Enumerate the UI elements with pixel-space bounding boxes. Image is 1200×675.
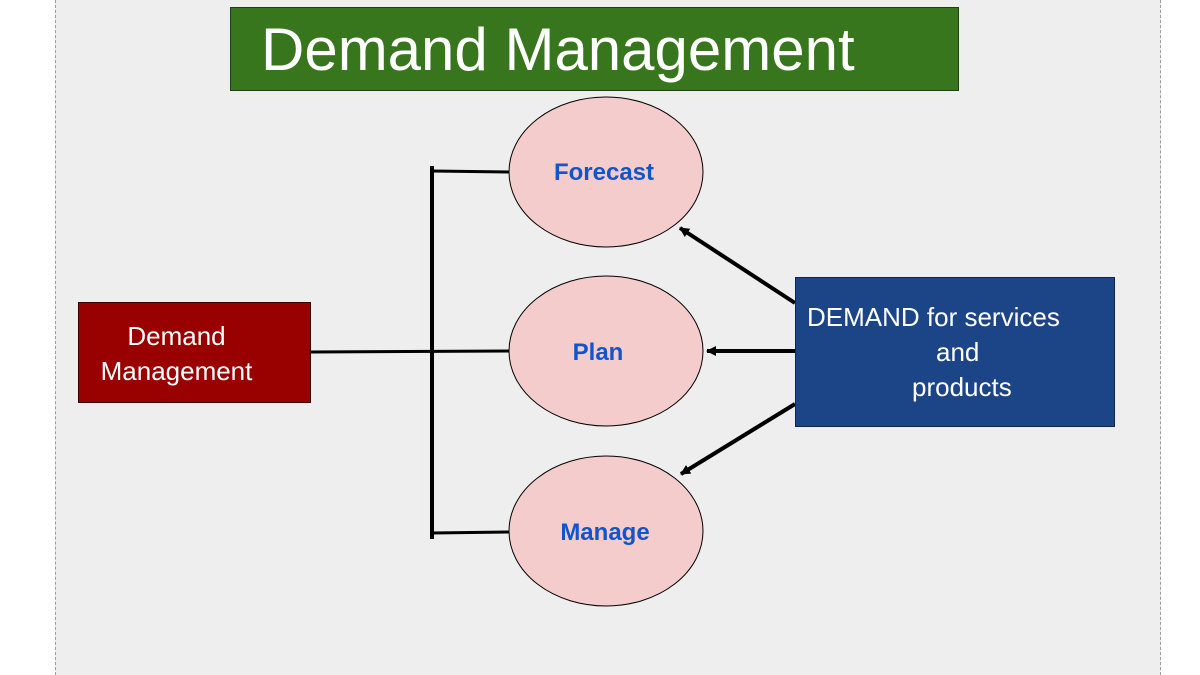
- demand-source-line3: products: [912, 372, 1012, 402]
- demand-source-line2: and: [936, 337, 980, 367]
- bracket-plan-line: [310, 349, 511, 354]
- forecast-node: [508, 96, 704, 248]
- demand-management-line1: Demand: [127, 321, 226, 351]
- arrow-to-forecast: [678, 226, 797, 305]
- plan-node: [508, 275, 704, 427]
- demand-management-box: Demand Management: [78, 302, 311, 403]
- manage-node: [508, 455, 704, 607]
- bracket-manage-line: [431, 530, 511, 535]
- plan-label: Plan: [572, 339, 624, 366]
- page-title: Demand Management: [230, 7, 959, 91]
- bracket-forecast-line: [431, 169, 511, 174]
- forecast-label: Forecast: [553, 159, 655, 186]
- demand-source-line1: DEMAND for services: [807, 302, 1060, 332]
- demand-management-line2: Management: [100, 356, 253, 386]
- demand-source-box: DEMAND for services and products: [795, 277, 1115, 427]
- manage-label: Manage: [560, 519, 650, 546]
- arrow-to-manage: [679, 402, 797, 476]
